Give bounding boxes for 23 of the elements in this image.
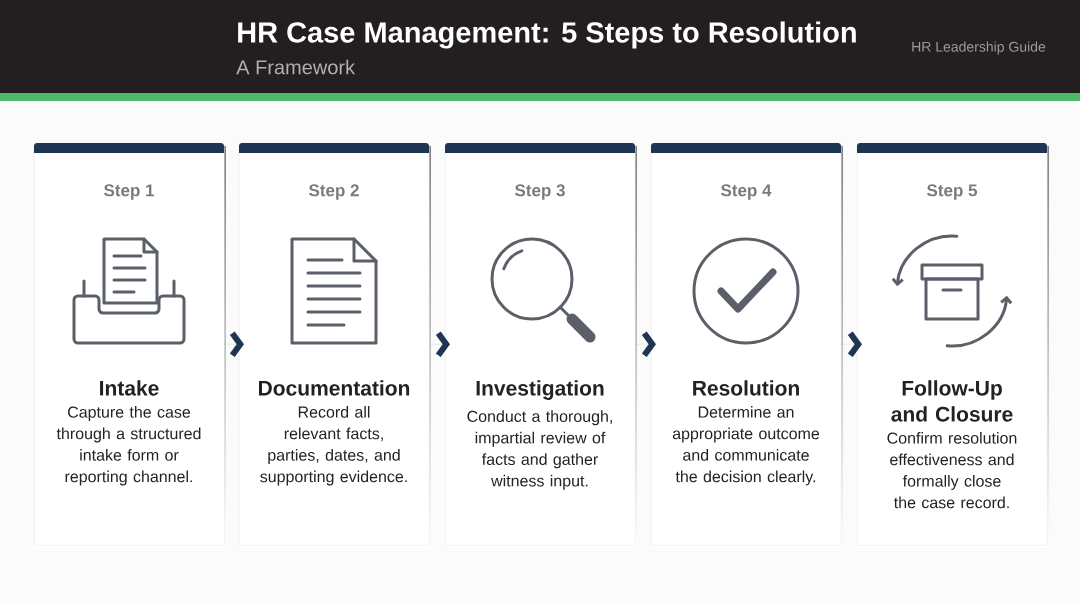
step-card (651, 143, 843, 548)
step-card (239, 143, 431, 548)
step-card (445, 143, 637, 548)
step-card (857, 143, 1049, 548)
step-title: Resolution (693, 380, 799, 396)
step-title: Follow-Up and Closure (891, 380, 1013, 422)
step-description: Conduct a thorough, impartial review of facts and gather witness input. (467, 410, 612, 490)
step-label: Step 1 (104, 184, 155, 200)
step-label: Step 2 (309, 184, 359, 200)
step-description: Determine an appropriate outcome and communicate the decision clearly. (672, 406, 820, 486)
step-title: Investigation (476, 380, 604, 400)
guide-label: HR Leadership Guide (912, 41, 1046, 55)
step-label: Step 5 (927, 184, 978, 200)
step-label: Step 3 (515, 184, 565, 200)
step-description: Record all relevant facts, parties, dates, and supporting evidence. (260, 406, 407, 486)
title: HR Case Management: 5 Steps to Resolution (238, 21, 856, 49)
step-description: Confirm resolution effectiveness and formally close the case record. (887, 432, 1017, 509)
step-label: Step 4 (721, 184, 772, 200)
step-title: Intake (100, 380, 159, 396)
step-card (34, 143, 226, 548)
step-title: Documentation (259, 380, 410, 396)
subtitle: A Framework (236, 59, 356, 75)
step-description: Capture the case through a structured intake form or reporting channel. (56, 406, 201, 486)
